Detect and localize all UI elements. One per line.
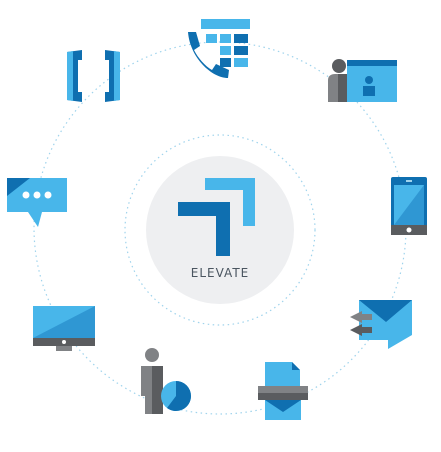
phone-keypad-icon <box>188 19 250 78</box>
fax-icon <box>258 362 308 420</box>
inner-dotted-ring <box>124 134 316 326</box>
headset-icon <box>67 50 120 102</box>
email-send-icon <box>350 300 412 349</box>
user-analytics-icon <box>141 348 191 414</box>
video-conference-icon <box>328 59 397 102</box>
hub-label: ELEVATE <box>190 266 250 280</box>
chat-bubble-icon <box>7 178 67 227</box>
tablet-icon <box>391 177 427 235</box>
elevate-logo-icon <box>178 178 255 256</box>
desktop-monitor-icon <box>33 306 95 351</box>
